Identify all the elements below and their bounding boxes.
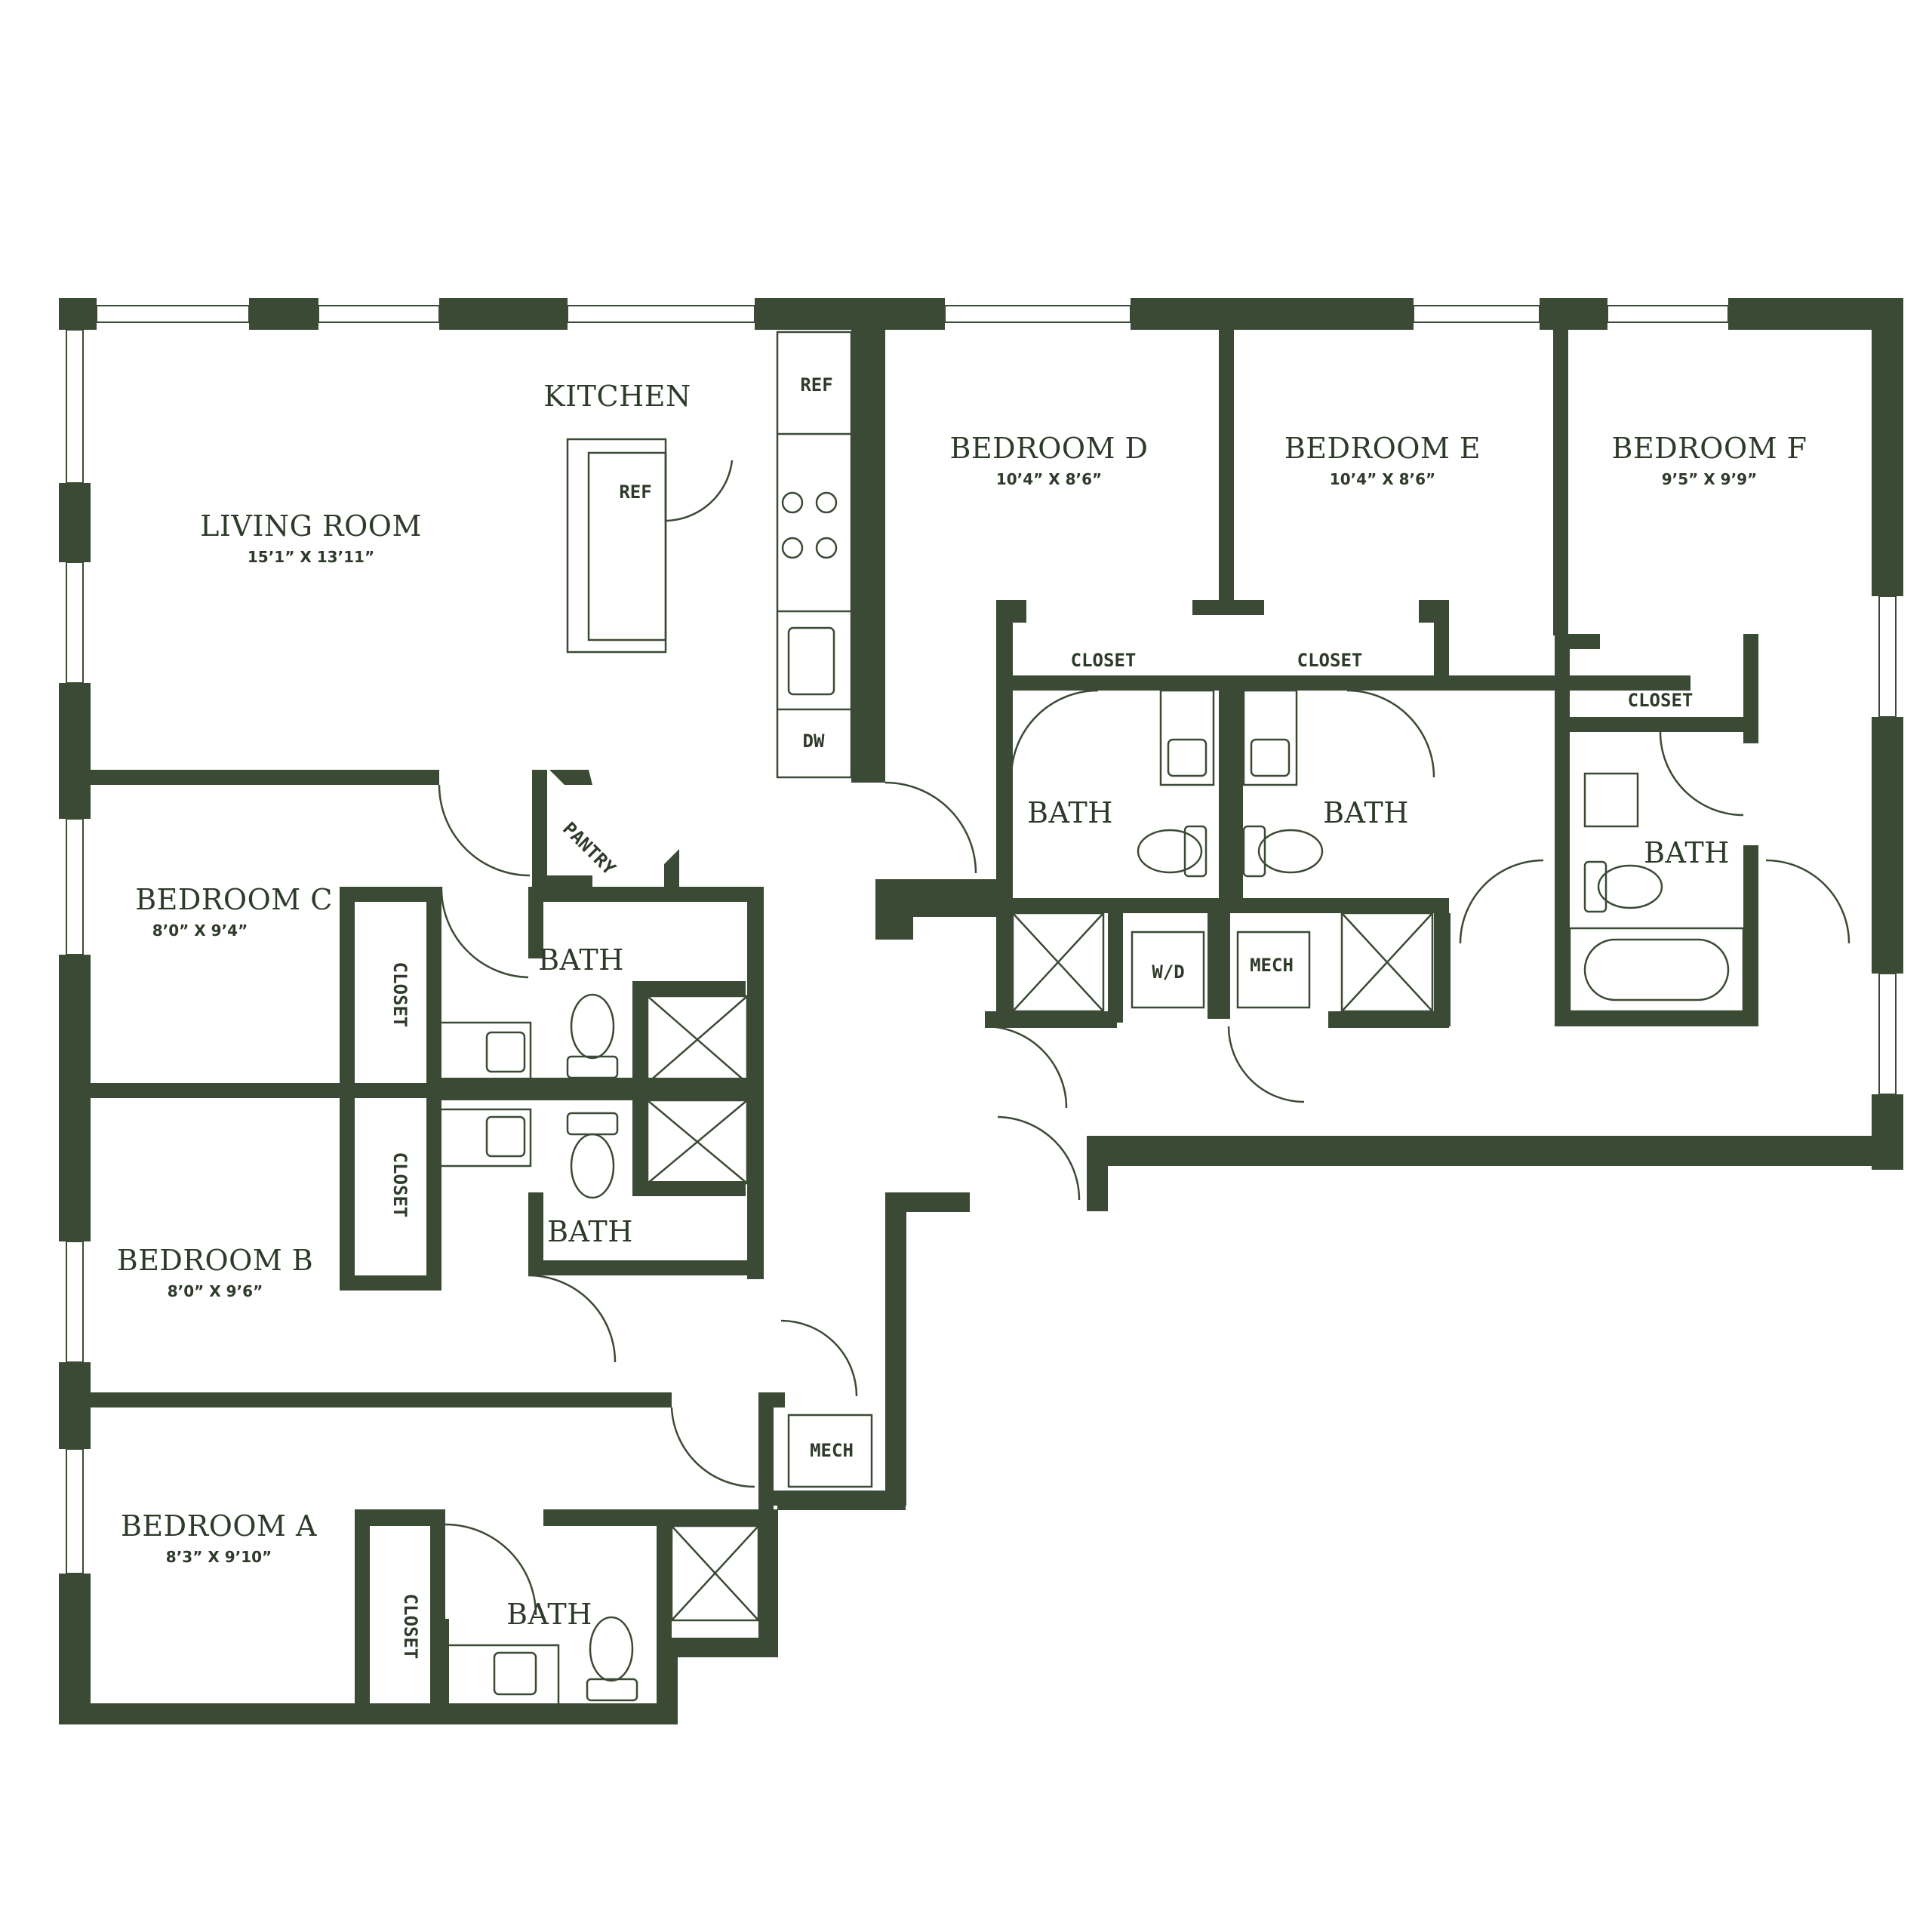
wd-label: W/D	[1152, 961, 1184, 983]
living-room-dims: 15’1” X 13’11”	[248, 548, 374, 566]
bath-label-a: BATH	[506, 1598, 592, 1631]
kitchen-name: KITCHEN	[543, 380, 691, 413]
interior-walls	[91, 330, 1758, 1713]
closet-label-a: CLOSET	[400, 1594, 421, 1660]
bath-label-f: BATH	[1644, 836, 1730, 869]
bedroom-c-name: BEDROOM C	[135, 883, 333, 916]
living-room-name: LIVING ROOM	[200, 509, 422, 543]
bedroom-c-dims: 8’0” X 9’4”	[152, 921, 248, 940]
bedroom-b-dims: 8’0” X 9’6”	[168, 1282, 263, 1300]
bedroom-d-name: BEDROOM D	[949, 432, 1148, 465]
pantry-label: PANTRY	[558, 818, 620, 879]
dw-label: DW	[803, 731, 825, 752]
bedroom-f-dims: 9’5” X 9’9”	[1662, 470, 1758, 488]
ref-label-counter: REF	[800, 374, 832, 395]
bedroom-e-name: BEDROOM E	[1284, 432, 1481, 465]
bath-label-d: BATH	[1027, 796, 1113, 829]
bath-label-c: BATH	[538, 943, 624, 977]
closet-label-c: CLOSET	[389, 962, 411, 1028]
closet-label-f: CLOSET	[1628, 690, 1694, 711]
fixture-labels: BATH BATH BATH BATH BATH BATH CLOSET CLO…	[389, 374, 1730, 1660]
door-swings	[438, 689, 1850, 1616]
bedroom-a-dims: 8’3” X 9’10”	[166, 1548, 272, 1566]
bedroom-b-name: BEDROOM B	[117, 1244, 313, 1277]
mech-label-upper: MECH	[1250, 955, 1294, 976]
bedroom-a-name: BEDROOM A	[121, 1509, 317, 1543]
closet-label-b: CLOSET	[389, 1152, 411, 1218]
bedroom-d-dims: 10’4” X 8’6”	[996, 470, 1102, 488]
bedroom-f-name: BEDROOM F	[1612, 432, 1807, 465]
room-labels: LIVING ROOM 15’1” X 13’11” KITCHEN BEDRO…	[117, 380, 1807, 1566]
bath-label-e: BATH	[1323, 796, 1409, 829]
bedroom-e-dims: 10’4” X 8’6”	[1330, 470, 1435, 488]
closet-label-d: CLOSET	[1071, 650, 1137, 671]
ref-label-island: REF	[619, 481, 651, 503]
mech-label-lower: MECH	[810, 1440, 854, 1461]
bath-label-b: BATH	[547, 1215, 633, 1248]
fixtures	[435, 331, 1745, 1707]
closet-label-e: CLOSET	[1297, 650, 1363, 671]
